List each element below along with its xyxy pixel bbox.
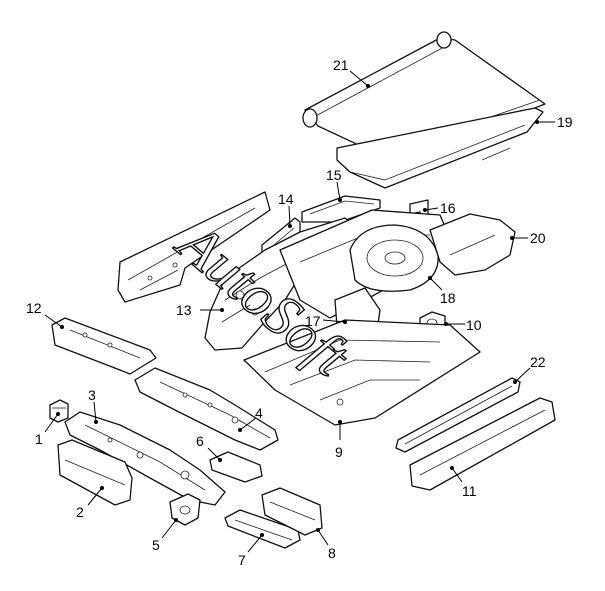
part-11-right-sill-lower[interactable] bbox=[409, 397, 556, 491]
left-rear-rail[interactable] bbox=[117, 191, 271, 303]
callout-4: 4 bbox=[255, 405, 263, 421]
callout-13: 13 bbox=[176, 302, 192, 318]
callouts: 21 19 15 16 14 20 18 13 17 10 12 22 bbox=[26, 57, 573, 568]
part-20-rear-side-panel[interactable] bbox=[429, 213, 516, 276]
callout-20: 20 bbox=[530, 230, 546, 246]
callout-19: 19 bbox=[557, 114, 573, 130]
part-2-lower-rail[interactable] bbox=[57, 439, 133, 506]
part-3-front-rail[interactable] bbox=[64, 411, 226, 506]
part-18-spare-wheel-well[interactable] bbox=[349, 224, 439, 292]
part-1-mount-block[interactable] bbox=[49, 399, 69, 423]
part-22-right-sill-upper[interactable] bbox=[395, 377, 521, 453]
callout-21: 21 bbox=[333, 57, 349, 73]
callout-2: 2 bbox=[76, 504, 84, 520]
callout-22: 22 bbox=[530, 354, 546, 370]
part-4-side-member[interactable] bbox=[134, 367, 279, 451]
callout-14: 14 bbox=[278, 191, 294, 207]
callout-9: 9 bbox=[335, 444, 343, 460]
part-7-flat-plate[interactable] bbox=[224, 509, 301, 549]
part-12-front-sill[interactable] bbox=[51, 317, 157, 375]
part-6-bracket[interactable] bbox=[209, 451, 263, 483]
callout-10: 10 bbox=[466, 317, 482, 333]
part-5-mount[interactable] bbox=[169, 493, 201, 526]
part-21-luggage-cover[interactable] bbox=[302, 31, 546, 163]
part-9-front-floor-panel[interactable] bbox=[243, 319, 481, 426]
callout-8: 8 bbox=[328, 545, 336, 561]
part-15-cross-member[interactable] bbox=[301, 195, 381, 223]
callout-15: 15 bbox=[326, 167, 342, 183]
callout-7: 7 bbox=[238, 552, 246, 568]
callout-1: 1 bbox=[35, 431, 43, 447]
callout-17: 17 bbox=[305, 313, 321, 329]
part-19-trunk-floor-board[interactable] bbox=[336, 107, 544, 189]
callout-12: 12 bbox=[26, 300, 42, 316]
callout-3: 3 bbox=[88, 387, 96, 403]
part-8-box-bracket[interactable] bbox=[261, 487, 323, 536]
callout-5: 5 bbox=[152, 537, 160, 553]
callout-6: 6 bbox=[196, 433, 204, 449]
callout-16: 16 bbox=[440, 200, 456, 216]
callout-11: 11 bbox=[462, 483, 477, 499]
callout-18: 18 bbox=[440, 290, 456, 306]
